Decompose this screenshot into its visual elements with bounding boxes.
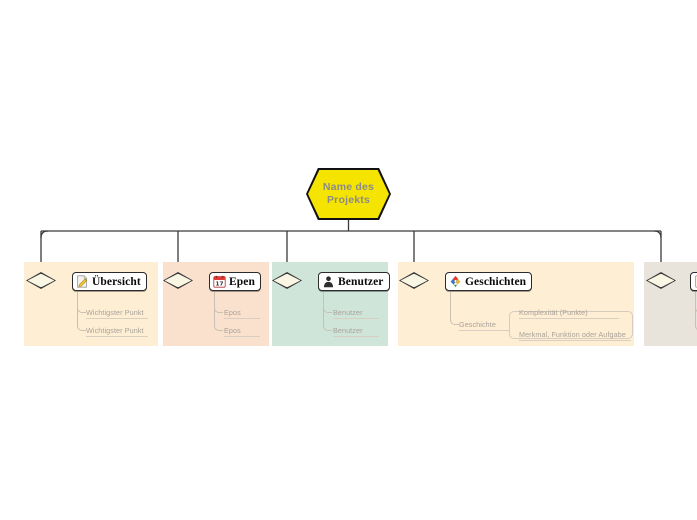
epen-elbow-2	[214, 292, 223, 331]
epen-child-1[interactable]: Epos	[224, 308, 241, 317]
diamond-geschichten[interactable]	[399, 272, 429, 289]
diamond-benutzer[interactable]	[272, 272, 302, 289]
node-geschichten-label: Geschichten	[465, 275, 527, 288]
user-icon	[322, 275, 335, 288]
color-palette-icon	[449, 275, 462, 288]
geschichte-connector	[459, 330, 509, 331]
root-label: Name des Projekts	[306, 168, 391, 220]
node-uebersicht-label: Übersicht	[92, 275, 141, 288]
node-benutzer[interactable]: Benutzer	[318, 272, 390, 291]
benutzer-child-2[interactable]: Benutzer	[333, 326, 363, 335]
note-pencil-icon	[76, 275, 89, 288]
lane-branch-five	[644, 262, 697, 346]
benutzer-child-1[interactable]: Benutzer	[333, 308, 363, 317]
root-hexagon-fill	[308, 170, 389, 218]
node-benutzer-label: Benutzer	[338, 275, 384, 288]
diamond-fill	[164, 273, 192, 288]
diamond-epen[interactable]	[163, 272, 193, 289]
geschichte-subbox	[509, 311, 633, 339]
diamond-fill	[400, 273, 428, 288]
diamond-fill	[647, 273, 675, 288]
uebersicht-child-1-rule	[86, 318, 148, 319]
geschichten-grandchild-2-rule	[519, 340, 631, 341]
node-uebersicht[interactable]: Übersicht	[72, 272, 147, 291]
benutzer-child-1-rule	[333, 318, 379, 319]
benutzer-elbow-2	[323, 292, 332, 331]
epen-child-1-rule	[224, 318, 260, 319]
root-label-line2: Projekts	[326, 194, 371, 206]
uebersicht-elbow-2	[77, 292, 86, 331]
svg-text:17: 17	[216, 282, 224, 288]
uebersicht-child-1[interactable]: Wichtigster Punkt	[86, 308, 144, 317]
root-node[interactable]: Name des Projekts	[306, 168, 391, 220]
root-label-line1: Name des	[322, 181, 375, 193]
epen-child-2[interactable]: Epos	[224, 326, 241, 335]
geschichten-grandchild-2[interactable]: Merkmal, Funktion oder Aufgabe	[519, 330, 626, 339]
node-branch-five[interactable]	[690, 272, 697, 291]
benutzer-child-2-rule	[333, 336, 379, 337]
diamond-branch-five[interactable]	[646, 272, 676, 289]
node-geschichten[interactable]: Geschichten	[445, 272, 533, 291]
geschichten-grandchild-1[interactable]: Komplexität (Punkte)	[519, 308, 588, 317]
geschichten-child-1[interactable]: Geschichte	[459, 320, 496, 329]
geschichten-grandchild-1-rule	[519, 318, 619, 319]
uebersicht-child-2-rule	[86, 336, 148, 337]
epen-child-2-rule	[224, 336, 260, 337]
calendar-icon: 17	[213, 275, 226, 288]
node-epen[interactable]: 17 Epen	[209, 272, 261, 291]
geschichten-elbow-1	[450, 292, 459, 325]
uebersicht-child-2[interactable]: Wichtigster Punkt	[86, 326, 144, 335]
node-epen-label: Epen	[229, 275, 255, 288]
diamond-fill	[27, 273, 55, 288]
diamond-fill	[273, 273, 301, 288]
diamond-uebersicht[interactable]	[26, 272, 56, 289]
